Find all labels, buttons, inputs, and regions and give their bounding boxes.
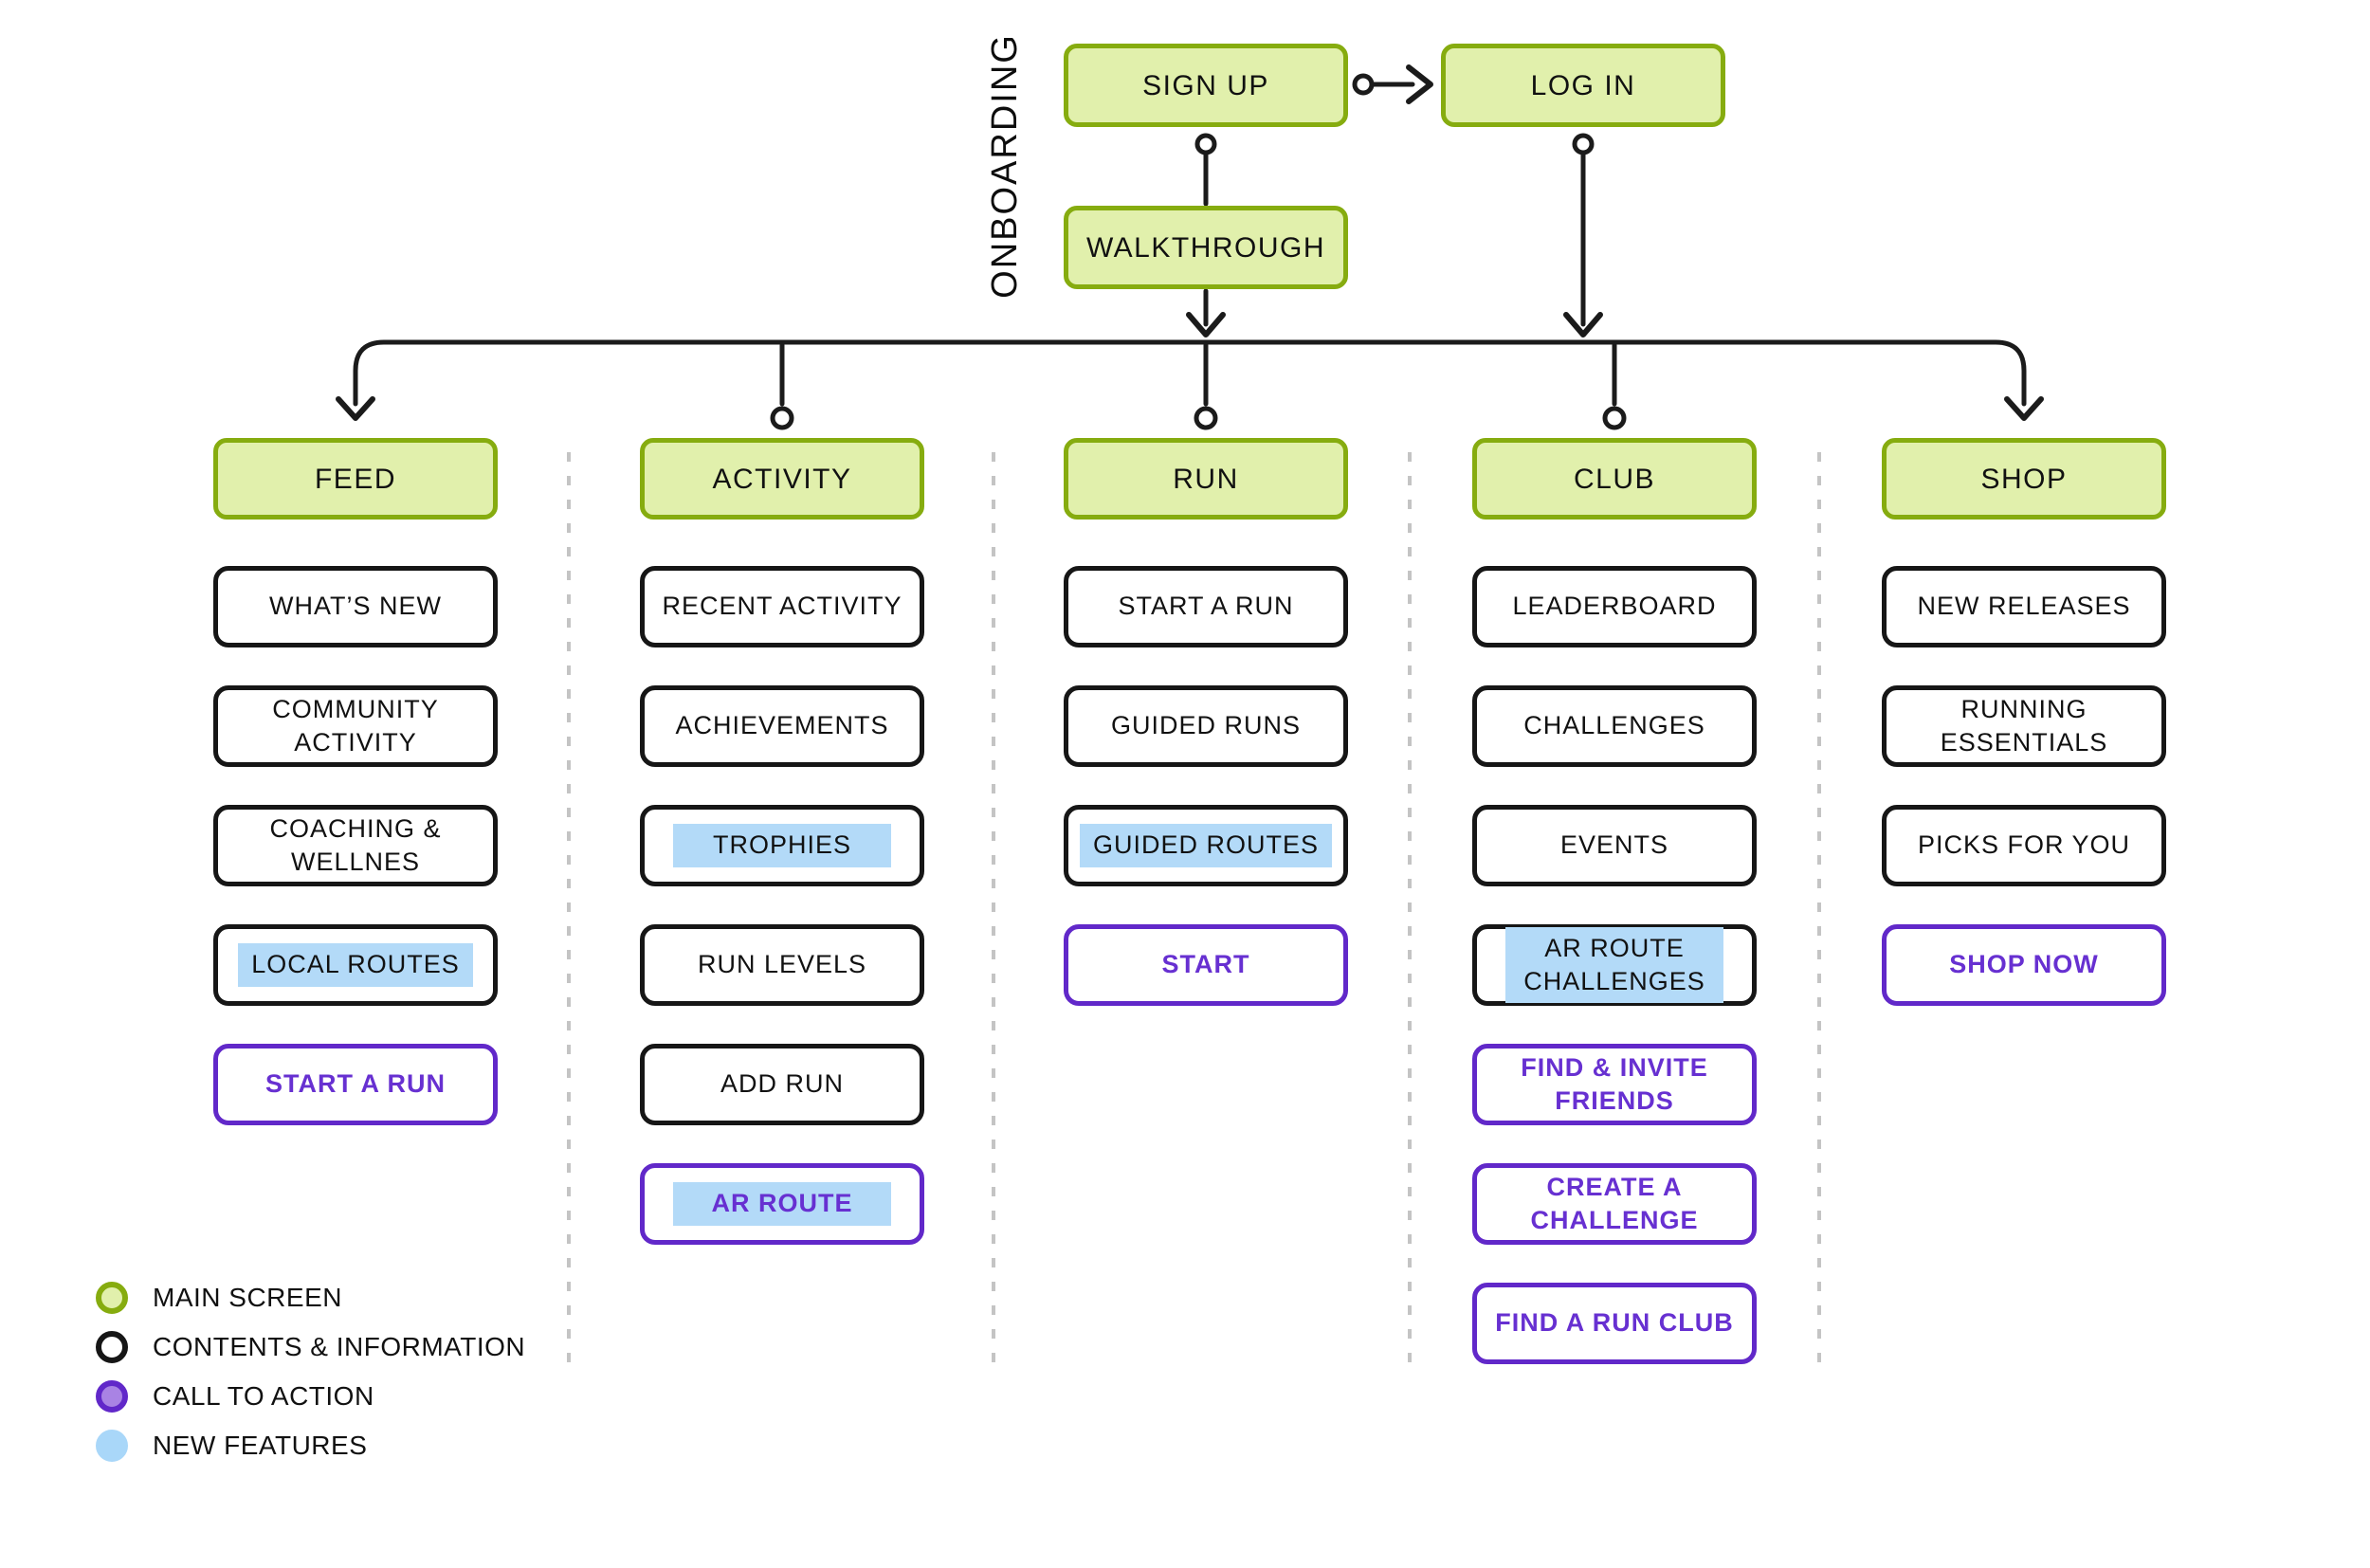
node-leaderboard-label: LEADERBOARD bbox=[1512, 592, 1717, 621]
node-trophies-label: TROPHIES bbox=[673, 824, 891, 867]
node-challenges-label: CHALLENGES bbox=[1523, 711, 1705, 740]
node-sign-up-label: SIGN UP bbox=[1142, 69, 1269, 101]
column-header-shop: SHOP bbox=[1882, 438, 2166, 520]
node-coaching-wellnes: COACHING & WELLNES bbox=[213, 805, 498, 886]
node-achievements: ACHIEVEMENTS bbox=[640, 685, 924, 767]
node-new-releases: NEW RELEASES bbox=[1882, 566, 2166, 647]
stub-circle-club bbox=[1602, 406, 1627, 430]
legend-item-new-features-label: NEW FEATURES bbox=[153, 1431, 368, 1460]
node-find-invite-friends: FIND & INVITE FRIENDS bbox=[1472, 1044, 1757, 1125]
node-feed-start-a-run: START A RUN bbox=[213, 1044, 498, 1125]
node-shop-now: SHOP NOW bbox=[1882, 924, 2166, 1006]
node-recent-activity: RECENT ACTIVITY bbox=[640, 566, 924, 647]
node-start-label: START bbox=[1161, 950, 1250, 979]
legend-item-main-screen-label: MAIN SCREEN bbox=[153, 1283, 342, 1312]
node-community-activity-label: COMMUNITY ACTIVITY bbox=[272, 694, 439, 757]
node-guided-runs-label: GUIDED RUNS bbox=[1110, 711, 1301, 740]
column-header-activity-label: ACTIVITY bbox=[712, 463, 852, 495]
legend-item-contents-information-label: CONTENTS & INFORMATION bbox=[153, 1332, 526, 1361]
node-log-in: LOG IN bbox=[1441, 44, 1725, 127]
node-guided-routes-label: GUIDED ROUTES bbox=[1079, 824, 1333, 867]
node-local-routes: LOCAL ROUTES bbox=[213, 924, 498, 1006]
node-walkthrough: WALKTHROUGH bbox=[1064, 206, 1348, 289]
legend-item-call-to-action: CALL TO ACTION bbox=[96, 1380, 374, 1413]
node-recent-activity-label: RECENT ACTIVITY bbox=[662, 592, 902, 621]
node-running-essentials: RUNNING ESSENTIALS bbox=[1882, 685, 2166, 767]
column-header-feed: FEED bbox=[213, 438, 498, 520]
node-events: EVENTS bbox=[1472, 805, 1757, 886]
node-run-levels: RUN LEVELS bbox=[640, 924, 924, 1006]
column-header-club: CLUB bbox=[1472, 438, 1757, 520]
column-header-feed-label: FEED bbox=[314, 463, 396, 495]
new-features-legend-icon bbox=[96, 1430, 128, 1462]
node-running-essentials-label: RUNNING ESSENTIALS bbox=[1940, 694, 2108, 757]
legend-item-new-features: NEW FEATURES bbox=[96, 1430, 367, 1462]
legend-item-contents-information: CONTENTS & INFORMATION bbox=[96, 1331, 525, 1363]
node-coaching-wellnes-label: COACHING & WELLNES bbox=[269, 813, 442, 876]
column-header-shop-label: SHOP bbox=[1980, 463, 2068, 495]
node-find-a-run-club-label: FIND A RUN CLUB bbox=[1495, 1308, 1734, 1338]
node-community-activity: COMMUNITY ACTIVITY bbox=[213, 685, 498, 767]
arrowhead-down-shop bbox=[2004, 396, 2044, 421]
node-picks-for-you-label: PICKS FOR YOU bbox=[1917, 830, 2131, 860]
node-ar-route-challenges: AR ROUTE CHALLENGES bbox=[1472, 924, 1757, 1006]
node-guided-runs: GUIDED RUNS bbox=[1064, 685, 1348, 767]
stub-circle-run bbox=[1194, 406, 1218, 430]
node-whats-new-label: WHAT’S NEW bbox=[269, 592, 442, 621]
contents-information-legend-icon bbox=[96, 1331, 128, 1363]
arrowhead-down-walkthrough bbox=[1186, 312, 1226, 337]
node-picks-for-you: PICKS FOR YOU bbox=[1882, 805, 2166, 886]
onboarding-section-label: ONBOARDING bbox=[985, 33, 1025, 299]
trunk-line bbox=[353, 339, 2027, 407]
connector-origin-circle bbox=[1194, 133, 1217, 155]
node-find-a-run-club: FIND A RUN CLUB bbox=[1472, 1283, 1757, 1364]
connector-origin-circle bbox=[1572, 133, 1595, 155]
node-walkthrough-label: WALKTHROUGH bbox=[1085, 231, 1326, 264]
node-ar-route-challenges-label: AR ROUTE CHALLENGES bbox=[1505, 926, 1723, 1004]
arrowhead-right-login bbox=[1406, 64, 1433, 104]
node-add-run-label: ADD RUN bbox=[720, 1069, 844, 1099]
node-run-start-a-run-label: START A RUN bbox=[1118, 592, 1294, 621]
arrowhead-down-feed bbox=[336, 396, 375, 421]
node-ar-route-label: AR ROUTE bbox=[673, 1182, 891, 1226]
main-screen-legend-icon bbox=[96, 1282, 128, 1314]
node-challenges: CHALLENGES bbox=[1472, 685, 1757, 767]
node-run-start-a-run: START A RUN bbox=[1064, 566, 1348, 647]
node-add-run: ADD RUN bbox=[640, 1044, 924, 1125]
call-to-action-legend-icon bbox=[96, 1380, 128, 1413]
node-sign-up: SIGN UP bbox=[1064, 44, 1348, 127]
node-create-a-challenge-label: CREATE A CHALLENGE bbox=[1530, 1172, 1699, 1234]
node-ar-route: AR ROUTE bbox=[640, 1163, 924, 1245]
column-header-run-label: RUN bbox=[1173, 463, 1239, 495]
column-header-club-label: CLUB bbox=[1573, 463, 1656, 495]
legend-item-call-to-action-label: CALL TO ACTION bbox=[153, 1381, 374, 1411]
node-start: START bbox=[1064, 924, 1348, 1006]
node-run-levels-label: RUN LEVELS bbox=[697, 950, 867, 979]
node-whats-new: WHAT’S NEW bbox=[213, 566, 498, 647]
arrowhead-down-login bbox=[1563, 312, 1603, 337]
node-find-invite-friends-label: FIND & INVITE FRIENDS bbox=[1521, 1052, 1708, 1115]
node-log-in-label: LOG IN bbox=[1530, 69, 1636, 101]
node-new-releases-label: NEW RELEASES bbox=[1917, 592, 2131, 621]
stub-circle-activity bbox=[770, 406, 794, 430]
node-shop-now-label: SHOP NOW bbox=[1949, 950, 2099, 979]
node-guided-routes: GUIDED ROUTES bbox=[1064, 805, 1348, 886]
node-leaderboard: LEADERBOARD bbox=[1472, 566, 1757, 647]
connector-origin-circle bbox=[1352, 73, 1375, 96]
node-local-routes-label: LOCAL ROUTES bbox=[238, 943, 473, 987]
column-header-activity: ACTIVITY bbox=[640, 438, 924, 520]
node-trophies: TROPHIES bbox=[640, 805, 924, 886]
node-create-a-challenge: CREATE A CHALLENGE bbox=[1472, 1163, 1757, 1245]
column-header-run: RUN bbox=[1064, 438, 1348, 520]
node-events-label: EVENTS bbox=[1559, 830, 1669, 860]
node-feed-start-a-run-label: START A RUN bbox=[265, 1069, 446, 1099]
node-achievements-label: ACHIEVEMENTS bbox=[675, 711, 889, 740]
legend-item-main-screen: MAIN SCREEN bbox=[96, 1282, 342, 1314]
